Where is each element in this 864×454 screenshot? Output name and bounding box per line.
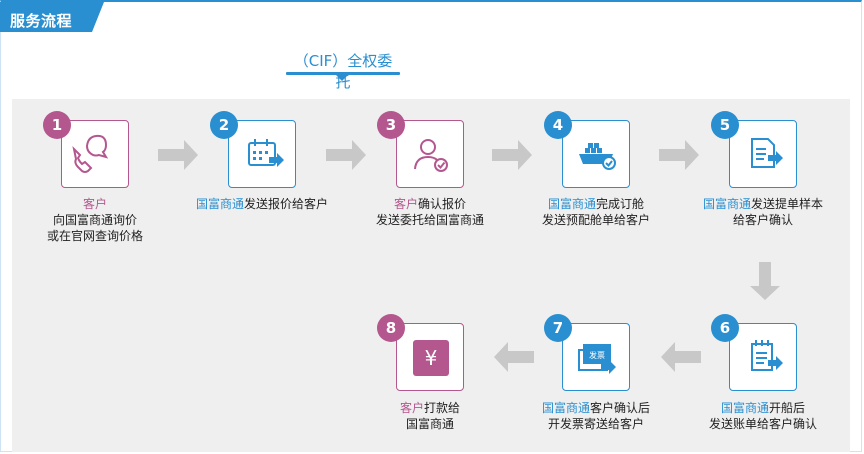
step-1-line3: 或在官网查询价格 [46, 229, 143, 243]
step-7-desc: 国富商通客户确认后 开发票寄送给客户 [521, 400, 671, 432]
step-5-badge: 5 [711, 111, 739, 139]
step-8-actor: 客户 [399, 401, 424, 415]
header-tab-shape [0, 2, 104, 32]
step-5-box [729, 120, 797, 188]
step-7-actor: 国富商通 [541, 401, 590, 415]
user-confirm-icon [414, 139, 448, 172]
step-3-badge: 3 [377, 111, 405, 139]
step-2-box [228, 120, 296, 188]
step-6-box [729, 323, 797, 391]
arrow-left-icon [661, 342, 701, 372]
arrow-left-icon [494, 342, 534, 372]
step-3-line1: 确认报价 [418, 197, 467, 211]
step-5-line1: 发送提单样本 [751, 197, 824, 211]
step-8-box: ¥ [396, 323, 464, 391]
step-2-actor: 国富商通 [195, 197, 244, 211]
invoice-send-icon: 发票 [578, 344, 616, 374]
bill-send-icon [751, 340, 783, 371]
cargo-ship-icon [579, 143, 616, 170]
step-4-badge: 4 [544, 111, 572, 139]
step-2-line1: 发送报价给客户 [244, 197, 329, 211]
arrow-right-icon [659, 140, 699, 170]
step-6-desc: 国富商通开船后 发送账单给客户确认 [688, 400, 838, 432]
step-1-desc: 客户 向国富商通询价 或在官网查询价格 [20, 196, 170, 244]
arrow-right-icon [158, 140, 198, 170]
step-4-box [562, 120, 630, 188]
step-4-actor: 国富商通 [547, 197, 596, 211]
step-1-actor: 客户 [82, 197, 107, 211]
step-7-line1: 客户确认后 [590, 401, 651, 415]
header-tab: 服务流程 [0, 2, 104, 34]
step-4-desc: 国富商通完成订舱 发送预配舱单给客户 [521, 196, 671, 228]
step-2-badge: 2 [210, 111, 238, 139]
step-5-line2: 给客户确认 [732, 213, 793, 227]
step-5-actor: 国富商通 [702, 197, 751, 211]
header-title: 服务流程 [10, 12, 73, 30]
step-1-line2: 向国富商通询价 [52, 213, 137, 227]
mode-underline [286, 72, 400, 75]
step-3-box [396, 120, 464, 188]
step-8-badge: 8 [377, 314, 405, 342]
step-6-actor: 国富商通 [720, 401, 769, 415]
step-7-line2: 开发票寄送给客户 [547, 417, 644, 431]
phone-chat-icon [72, 134, 109, 173]
step-3-desc: 客户确认报价 发送委托给国富商通 [355, 196, 505, 228]
step-6-line2: 发送账单给客户确认 [708, 417, 817, 431]
step-5-desc: 国富商通发送提单样本 给客户确认 [688, 196, 838, 228]
step-8-line2: 国富商通 [405, 417, 454, 431]
step-8-desc: 客户打款给 国富商通 [355, 400, 505, 432]
step-6-badge: 6 [711, 314, 739, 342]
arrow-right-icon [492, 140, 532, 170]
step-8-line1: 打款给 [424, 401, 461, 415]
arrow-right-icon [326, 140, 366, 170]
step-2-desc: 国富商通发送报价给客户 [187, 196, 337, 212]
step-1-badge: 1 [43, 111, 71, 139]
step-1-box [61, 120, 129, 188]
step-4-line1: 完成订舱 [596, 197, 645, 211]
mode-title[interactable]: （CIF）全权委托 [293, 52, 393, 91]
step-3-line2: 发送委托给国富商通 [375, 213, 484, 227]
step-6-line1: 开船后 [769, 401, 806, 415]
step-7-badge: 7 [544, 314, 572, 342]
yuan-icon: ¥ [413, 340, 449, 376]
arrow-down-icon [750, 262, 780, 300]
invoice-text: 发票 [589, 350, 605, 360]
step-3-actor: 客户 [393, 197, 418, 211]
mode-caret-icon [336, 75, 348, 81]
calendar-send-icon [248, 139, 284, 167]
step-7-box: 发票 [562, 323, 630, 391]
step-4-line2: 发送预配舱单给客户 [541, 213, 650, 227]
document-send-icon [751, 138, 783, 168]
